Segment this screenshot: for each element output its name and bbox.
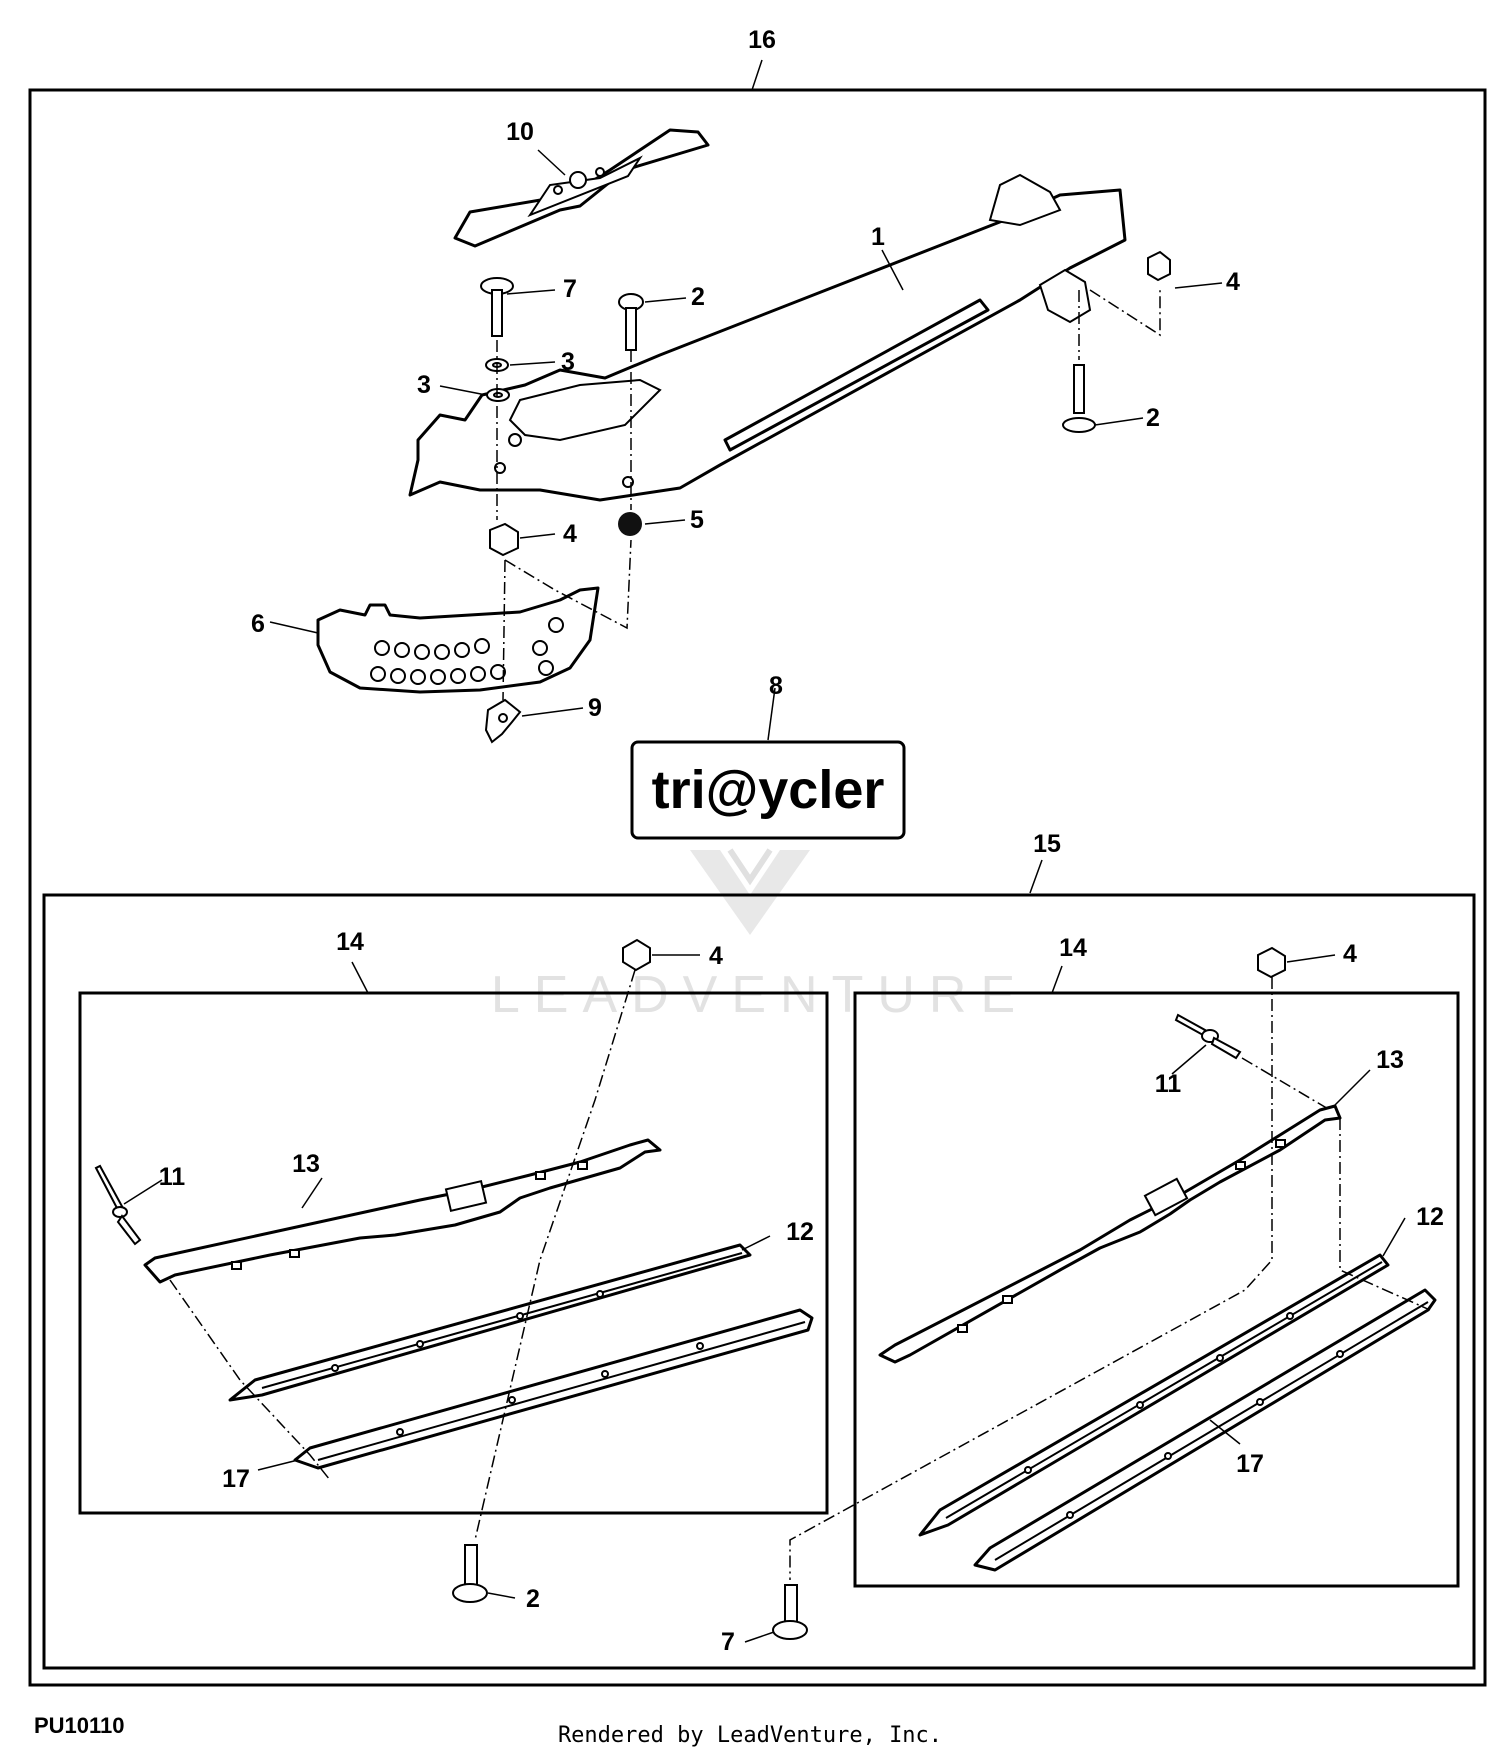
blade-part-10: [453, 128, 710, 248]
bolt-part-2-top: [618, 293, 644, 351]
callout-2-top: 2: [691, 283, 705, 311]
watermark: LEADVENTURE: [491, 848, 1029, 1024]
wing-nut-part-9: [484, 698, 522, 744]
callout-labels: 16 10 1 7 2 4 3 3 2 5 4 6 8 9 15 14 14 4…: [159, 26, 1444, 1656]
callout-9: 9: [588, 694, 602, 722]
callout-13-right: 13: [1376, 1046, 1404, 1074]
callout-17-right: 17: [1236, 1450, 1264, 1478]
callout-16: 16: [748, 26, 776, 54]
callout-6: 6: [251, 610, 265, 638]
rail-part-17-left: [293, 1308, 814, 1470]
rail-part-17-right: [973, 1288, 1437, 1572]
callout-4-top-right: 4: [1226, 268, 1240, 296]
kit-frame-15: [42, 893, 1476, 1670]
callout-14-left: 14: [336, 928, 364, 956]
callout-4-left: 4: [563, 520, 577, 548]
rivet-part-11-left: [94, 1164, 142, 1246]
callout-13-left: 13: [292, 1150, 320, 1178]
callout-4-right-kit: 4: [1343, 940, 1357, 968]
logo-decal-text: tri@ycler: [652, 760, 885, 820]
callout-2-bottom: 2: [526, 1585, 540, 1613]
logo-decal-part-8: tri@ycler: [630, 740, 906, 840]
nut-part-4-right: [1147, 250, 1171, 282]
callout-4-left-kit: 4: [709, 942, 723, 970]
callout-2-right: 2: [1146, 404, 1160, 432]
rail-part-12-right: [918, 1253, 1390, 1537]
locknut-part-5: [618, 512, 642, 536]
rail-part-12-left: [228, 1243, 752, 1402]
callout-12-left: 12: [786, 1218, 814, 1246]
callout-7-top: 7: [563, 275, 577, 303]
kit-frame-14-left: [78, 991, 829, 1515]
kit-frame-16: [28, 88, 1487, 1687]
callout-5: 5: [690, 506, 704, 534]
callout-17-left: 17: [222, 1465, 250, 1493]
mounting-bracket-part-13-right: [878, 1104, 1342, 1364]
nut-part-4-left: [489, 522, 519, 557]
callout-11-left: 11: [159, 1163, 186, 1191]
carriage-bolt-part-7: [480, 277, 514, 337]
deflector-holes: [370, 617, 564, 685]
callout-10: 10: [506, 118, 534, 146]
callout-11-right: 11: [1155, 1070, 1182, 1098]
nut-part-4-right-kit: [1257, 946, 1286, 979]
callout-15: 15: [1033, 830, 1061, 858]
rivet-part-11-right: [1174, 1013, 1242, 1060]
callout-7-bottom: 7: [721, 1628, 735, 1656]
figure-id: PU10110: [34, 1713, 125, 1738]
callout-3-upper: 3: [561, 348, 575, 376]
chute-body-part-1: [408, 173, 1127, 502]
footer-credit: Rendered by LeadVenture, Inc.: [558, 1723, 942, 1748]
washer-part-3-lower: [486, 388, 510, 402]
callout-1: 1: [871, 223, 885, 251]
bolt-part-2-left-kit: [452, 1544, 488, 1603]
deflector-plate-part-6: [316, 586, 600, 694]
nut-part-4-left-kit: [622, 938, 651, 972]
callout-12-right: 12: [1416, 1203, 1444, 1231]
leader-lines: [123, 59, 1406, 1643]
callout-3-lower: 3: [417, 371, 431, 399]
watermark-text: LEADVENTURE: [491, 966, 1029, 1024]
mounting-bracket-part-13-left: [143, 1138, 662, 1284]
callout-14-right: 14: [1059, 934, 1087, 962]
bolt-part-2-right: [1062, 364, 1096, 433]
callout-8: 8: [769, 672, 783, 700]
bolt-part-7-right-kit: [772, 1584, 808, 1640]
kit-frame-14-right: [853, 991, 1460, 1588]
